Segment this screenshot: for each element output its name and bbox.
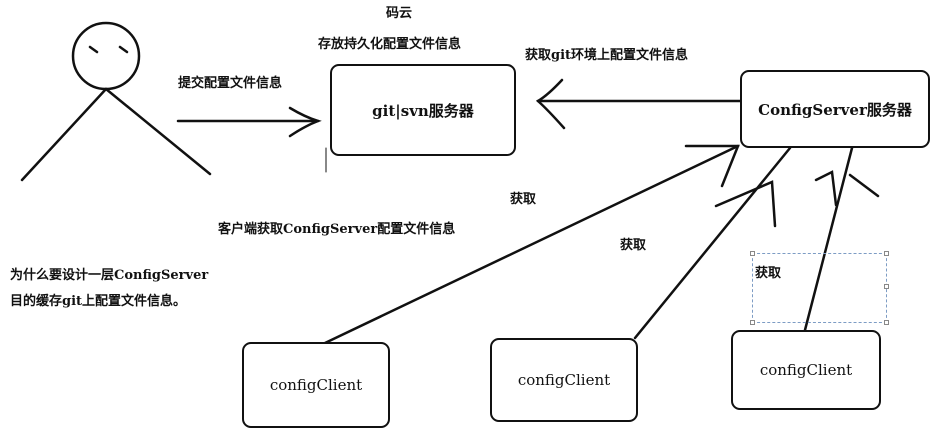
- note-line-1: 为什么要设计一层ConfigServer: [10, 268, 209, 283]
- config-client-label-1: configClient: [269, 376, 363, 394]
- resize-handle-tr[interactable]: [884, 251, 889, 256]
- note-line-2: 目的缓存git上配置文件信息。: [10, 294, 187, 309]
- config-client-label-3: configClient: [759, 361, 853, 379]
- config-server-box: ConfigServer服务器: [740, 70, 930, 148]
- config-client-box-3: configClient: [731, 330, 881, 410]
- config-client-box-2: configClient: [490, 338, 638, 422]
- client3-connector: [803, 146, 854, 332]
- git-svn-server-label: git|svn服务器: [372, 101, 474, 120]
- stick-figure-head: [71, 21, 141, 91]
- config-client-label-2: configClient: [517, 371, 611, 389]
- client1-arrowhead: [684, 144, 740, 188]
- resize-handle-mr[interactable]: [884, 284, 889, 289]
- stick-figure-eye-left: [88, 45, 99, 54]
- resize-handle-bl[interactable]: [750, 320, 755, 325]
- label-fetch-1: 获取: [510, 192, 537, 207]
- client2-connector: [633, 146, 792, 340]
- selected-textbox[interactable]: 获取: [750, 251, 889, 325]
- label-store-persist: 存放持久化配置文件信息: [318, 37, 462, 52]
- label-submit-config: 提交配置文件信息: [178, 76, 283, 91]
- fetch-git-arrowhead: [535, 78, 566, 130]
- client2-arrowhead: [714, 180, 777, 228]
- client1-connector: [323, 144, 740, 345]
- stick-figure-eye-right: [118, 45, 129, 54]
- resize-handle-br[interactable]: [884, 320, 889, 325]
- label-fetch-2: 获取: [620, 238, 647, 253]
- config-client-box-1: configClient: [242, 342, 390, 428]
- git-svn-server-box: git|svn服务器: [330, 64, 516, 156]
- client3-arrowhead: [814, 170, 838, 207]
- stick-figure-left-leg: [20, 87, 108, 182]
- resize-handle-tl[interactable]: [750, 251, 755, 256]
- client3-arrowhead-tick: [848, 173, 880, 198]
- submit-arrowhead: [288, 106, 322, 138]
- label-client-fetch: 客户端获取ConfigServer配置文件信息: [218, 222, 456, 237]
- label-fetch-git-env: 获取git环境上配置文件信息: [525, 48, 689, 63]
- stick-figure-right-leg: [104, 87, 212, 176]
- label-mayun: 码云: [386, 6, 413, 21]
- config-server-label: ConfigServer服务器: [758, 100, 912, 119]
- label-fetch-3[interactable]: 获取: [755, 266, 782, 281]
